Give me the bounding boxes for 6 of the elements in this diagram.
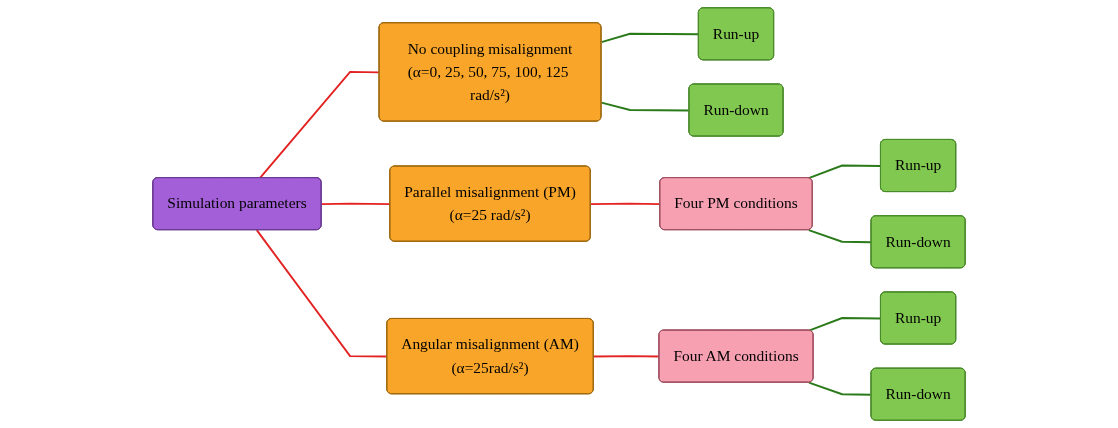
connector [807, 164, 882, 180]
connector [808, 381, 873, 396]
connector [258, 70, 381, 179]
connector [807, 229, 873, 244]
connector [808, 317, 882, 332]
connector [600, 32, 700, 44]
